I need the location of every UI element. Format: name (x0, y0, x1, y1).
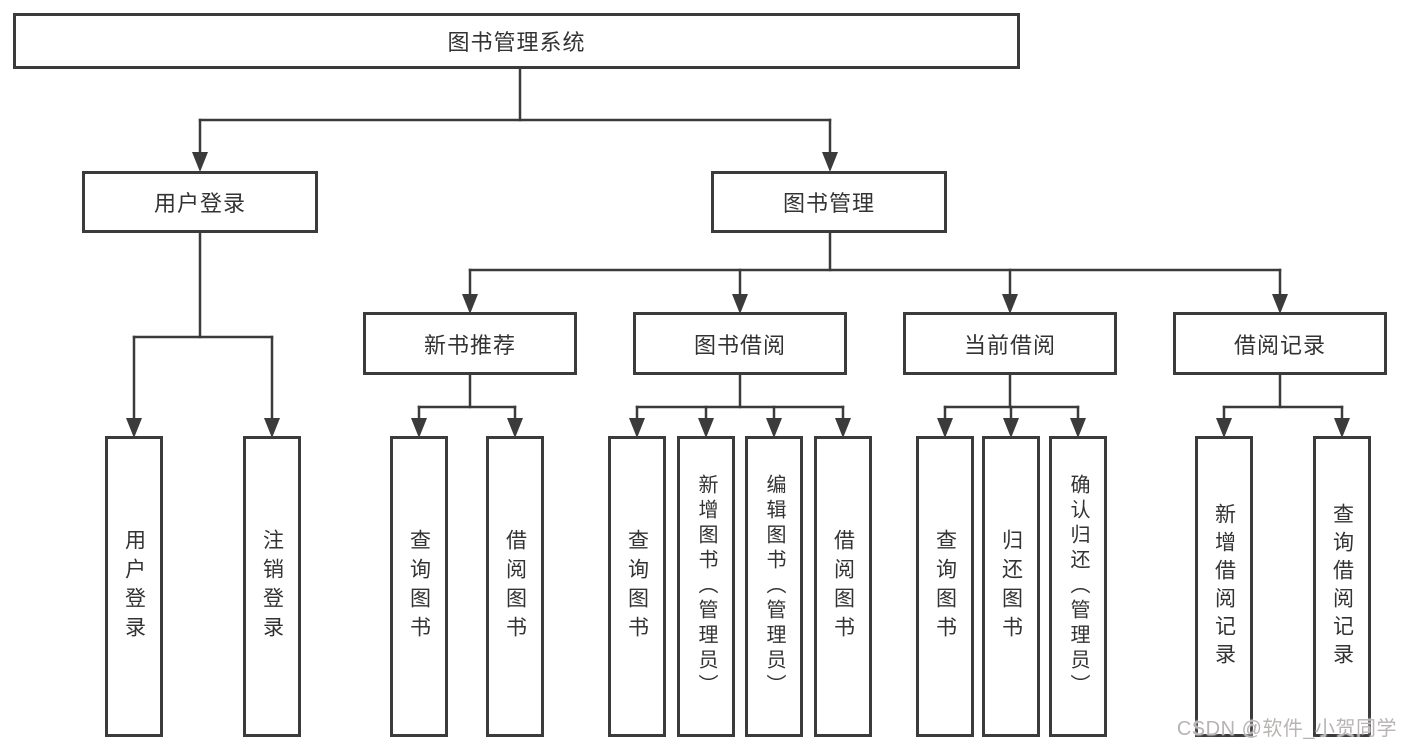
leaf-add-book-admin-label: 新增图书（管理员） (695, 474, 717, 699)
leaf-add-book-admin: 新增图书（管理员） (677, 436, 735, 737)
leaf-borrow-book-label: 借阅图书 (831, 528, 855, 645)
leaf-logout-login-label: 注销登录 (260, 528, 284, 645)
leaf-borrow-book: 借阅图书 (814, 436, 872, 737)
leaf-query-book-label: 查询图书 (407, 528, 431, 645)
node-new-book-recommend: 新书推荐 (363, 312, 577, 375)
leaf-borrow-book-label: 借阅图书 (503, 528, 527, 645)
node-borrow-records-label: 借阅记录 (1233, 332, 1326, 358)
leaf-return-book-label: 归还图书 (999, 528, 1023, 645)
leaf-query-borrow-record: 查询借阅记录 (1313, 436, 1371, 737)
leaf-query-book-label: 查询图书 (933, 528, 957, 645)
node-book-management: 图书管理 (711, 171, 947, 233)
node-book-management-label: 图书管理 (782, 191, 875, 216)
leaf-add-borrow-record: 新增借阅记录 (1195, 436, 1253, 737)
leaf-confirm-return-admin: 确认归还（管理员） (1049, 436, 1107, 737)
leaf-query-book-label: 查询图书 (625, 528, 649, 645)
leaf-user-login-label: 用户登录 (122, 528, 146, 645)
leaf-logout-login: 注销登录 (243, 436, 301, 737)
node-new-book-recommend-label: 新书推荐 (423, 332, 516, 358)
leaf-return-book: 归还图书 (982, 436, 1040, 737)
csdn-watermark: CSDN @软件_小贺同学 (1176, 718, 1397, 740)
leaf-borrow-book: 借阅图书 (486, 436, 544, 737)
node-current-borrow: 当前借阅 (903, 312, 1117, 375)
leaf-query-book: 查询图书 (390, 436, 448, 737)
leaf-query-book: 查询图书 (608, 436, 666, 737)
node-root-label: 图书管理系统 (447, 30, 586, 55)
leaf-user-login: 用户登录 (105, 436, 163, 737)
node-root: 图书管理系统 (13, 13, 1020, 69)
leaf-confirm-return-admin-label: 确认归还（管理员） (1067, 474, 1089, 699)
node-current-borrow-label: 当前借阅 (963, 332, 1056, 358)
node-user-login: 用户登录 (82, 171, 318, 233)
leaf-edit-book-admin-label: 编辑图书（管理员） (763, 474, 785, 699)
leaf-edit-book-admin: 编辑图书（管理员） (745, 436, 803, 737)
node-user-login-label: 用户登录 (153, 191, 246, 216)
node-book-borrow-label: 图书借阅 (693, 332, 786, 358)
leaf-add-borrow-record-label: 新增借阅记录 (1212, 502, 1236, 671)
leaf-query-borrow-record-label: 查询借阅记录 (1330, 502, 1354, 671)
node-borrow-records: 借阅记录 (1173, 312, 1387, 375)
leaf-query-book: 查询图书 (916, 436, 974, 737)
node-book-borrow: 图书借阅 (633, 312, 847, 375)
